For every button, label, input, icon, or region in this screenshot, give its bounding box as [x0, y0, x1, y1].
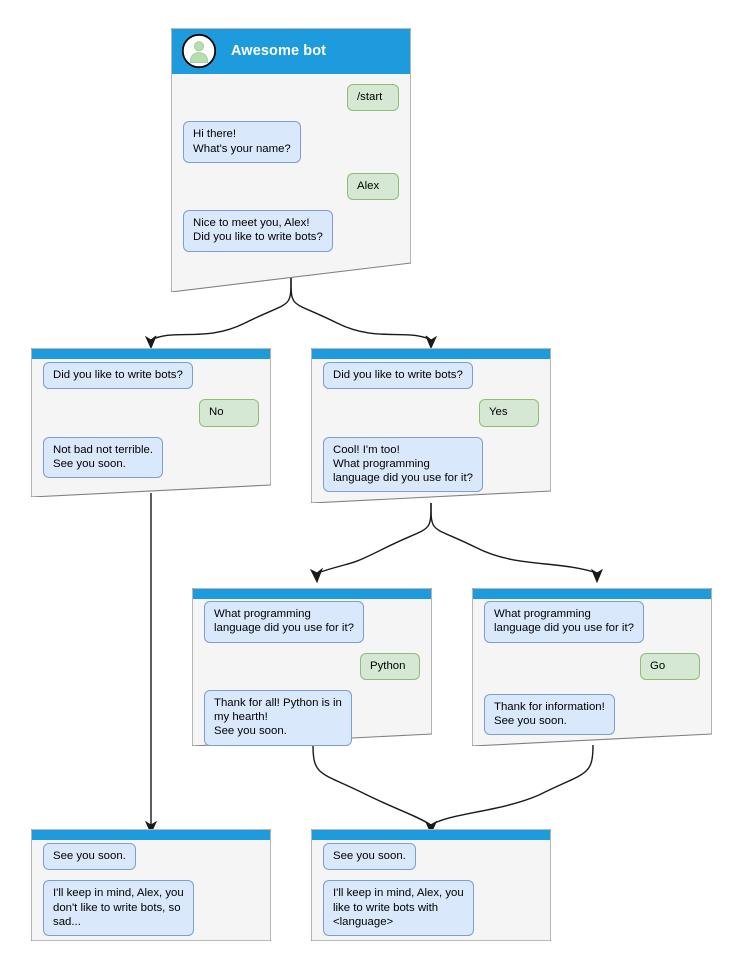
message-row: I'll keep in mind, Alex, you don't like …: [43, 880, 259, 937]
bot-message-bubble[interactable]: Thank for information! See you soon.: [484, 693, 615, 736]
message-row: Thank for information! See you soon.: [484, 693, 700, 736]
bot-message-bubble[interactable]: Thank for all! Python is in my hearth! S…: [204, 689, 352, 746]
node-answer-no[interactable]: Did you like to write bots? No Not bad n…: [31, 348, 271, 497]
bot-message-bubble[interactable]: Not bad not terrible. See you soon.: [43, 436, 164, 479]
chat-transcript: See you soon. I'll keep in mind, Alex, y…: [31, 843, 271, 946]
message-row: Thank for all! Python is in my hearth! S…: [204, 689, 420, 746]
chat-transcript: See you soon. I'll keep in mind, Alex, y…: [311, 843, 551, 946]
user-message-bubble[interactable]: /start: [347, 84, 399, 112]
node-content: Awesome bot /start Hi there! What's your…: [171, 28, 411, 292]
node-answer-python[interactable]: What programming language did you use fo…: [192, 588, 432, 746]
bot-message-bubble[interactable]: See you soon.: [323, 843, 416, 871]
chat-transcript: Did you like to write bots? No Not bad n…: [31, 362, 271, 488]
node-content: What programming language did you use fo…: [192, 588, 432, 746]
edge-yes-to-go: [430, 502, 604, 584]
user-message-bubble[interactable]: Yes: [479, 399, 539, 427]
message-row: What programming language did you use fo…: [204, 601, 420, 643]
node-answer-yes[interactable]: Did you like to write bots? Yes Cool! I'…: [311, 348, 551, 503]
edge-python-to-end-happy: [312, 744, 438, 835]
edge-go-to-end-happy: [424, 744, 594, 835]
message-row: See you soon.: [43, 843, 259, 871]
message-row: What programming language did you use fo…: [484, 601, 700, 643]
node-content: Did you like to write bots? Yes Cool! I'…: [311, 348, 551, 503]
node-titlebar: Awesome bot: [171, 28, 411, 74]
message-row: See you soon.: [323, 843, 539, 871]
node-ending-likes-bots[interactable]: See you soon. I'll keep in mind, Alex, y…: [311, 829, 551, 941]
bot-message-bubble[interactable]: Cool! I'm too! What programming language…: [323, 436, 483, 493]
message-row: Go: [484, 652, 700, 680]
node-answer-go[interactable]: What programming language did you use fo…: [472, 588, 712, 746]
chat-transcript: What programming language did you use fo…: [192, 601, 432, 756]
bot-message-bubble[interactable]: Did you like to write bots?: [323, 362, 473, 390]
chat-transcript: /start Hi there! What's your name? Alex …: [171, 84, 411, 262]
node-content: Did you like to write bots? No Not bad n…: [31, 348, 271, 497]
user-message-bubble[interactable]: Alex: [347, 172, 399, 201]
message-row: Python: [204, 652, 420, 680]
message-row: Alex: [183, 172, 399, 201]
message-row: Not bad not terrible. See you soon.: [43, 436, 259, 479]
message-row: Hi there! What's your name?: [183, 121, 399, 163]
bot-message-bubble[interactable]: What programming language did you use fo…: [204, 601, 364, 643]
node-ending-no-bots[interactable]: See you soon. I'll keep in mind, Alex, y…: [31, 829, 271, 941]
user-message-bubble[interactable]: Go: [640, 652, 700, 680]
message-row: Yes: [323, 399, 539, 427]
bot-message-bubble[interactable]: What programming language did you use fo…: [484, 601, 644, 643]
message-row: I'll keep in mind, Alex, you like to wri…: [323, 880, 539, 937]
chat-transcript: What programming language did you use fo…: [472, 601, 712, 745]
chat-transcript: Did you like to write bots? Yes Cool! I'…: [311, 362, 551, 502]
bot-message-bubble[interactable]: Hi there! What's your name?: [183, 121, 301, 163]
bot-message-bubble[interactable]: Nice to meet you, Alex! Did you like to …: [183, 210, 333, 252]
message-row: Cool! I'm too! What programming language…: [323, 436, 539, 493]
message-row: /start: [183, 84, 399, 112]
node-awesome-bot-start[interactable]: Awesome bot /start Hi there! What's your…: [171, 28, 411, 292]
bot-message-bubble[interactable]: Did you like to write bots?: [43, 362, 193, 390]
message-row: Did you like to write bots?: [323, 362, 539, 390]
bot-message-bubble[interactable]: I'll keep in mind, Alex, you don't like …: [43, 880, 194, 937]
edge-no-to-end-sad: [144, 493, 158, 835]
user-message-bubble[interactable]: Python: [360, 652, 420, 680]
node-content: What programming language did you use fo…: [472, 588, 712, 746]
bot-name-label: Awesome bot: [231, 43, 327, 59]
node-content: See you soon. I'll keep in mind, Alex, y…: [31, 829, 271, 941]
message-row: Nice to meet you, Alex! Did you like to …: [183, 210, 399, 252]
bot-message-bubble[interactable]: See you soon.: [43, 843, 136, 871]
message-row: No: [43, 399, 259, 427]
message-row: Did you like to write bots?: [43, 362, 259, 390]
edge-yes-to-python: [309, 502, 432, 584]
bot-message-bubble[interactable]: I'll keep in mind, Alex, you like to wri…: [323, 880, 474, 937]
user-message-bubble[interactable]: No: [199, 399, 259, 427]
user-avatar-icon: [181, 33, 217, 69]
node-content: See you soon. I'll keep in mind, Alex, y…: [311, 829, 551, 941]
